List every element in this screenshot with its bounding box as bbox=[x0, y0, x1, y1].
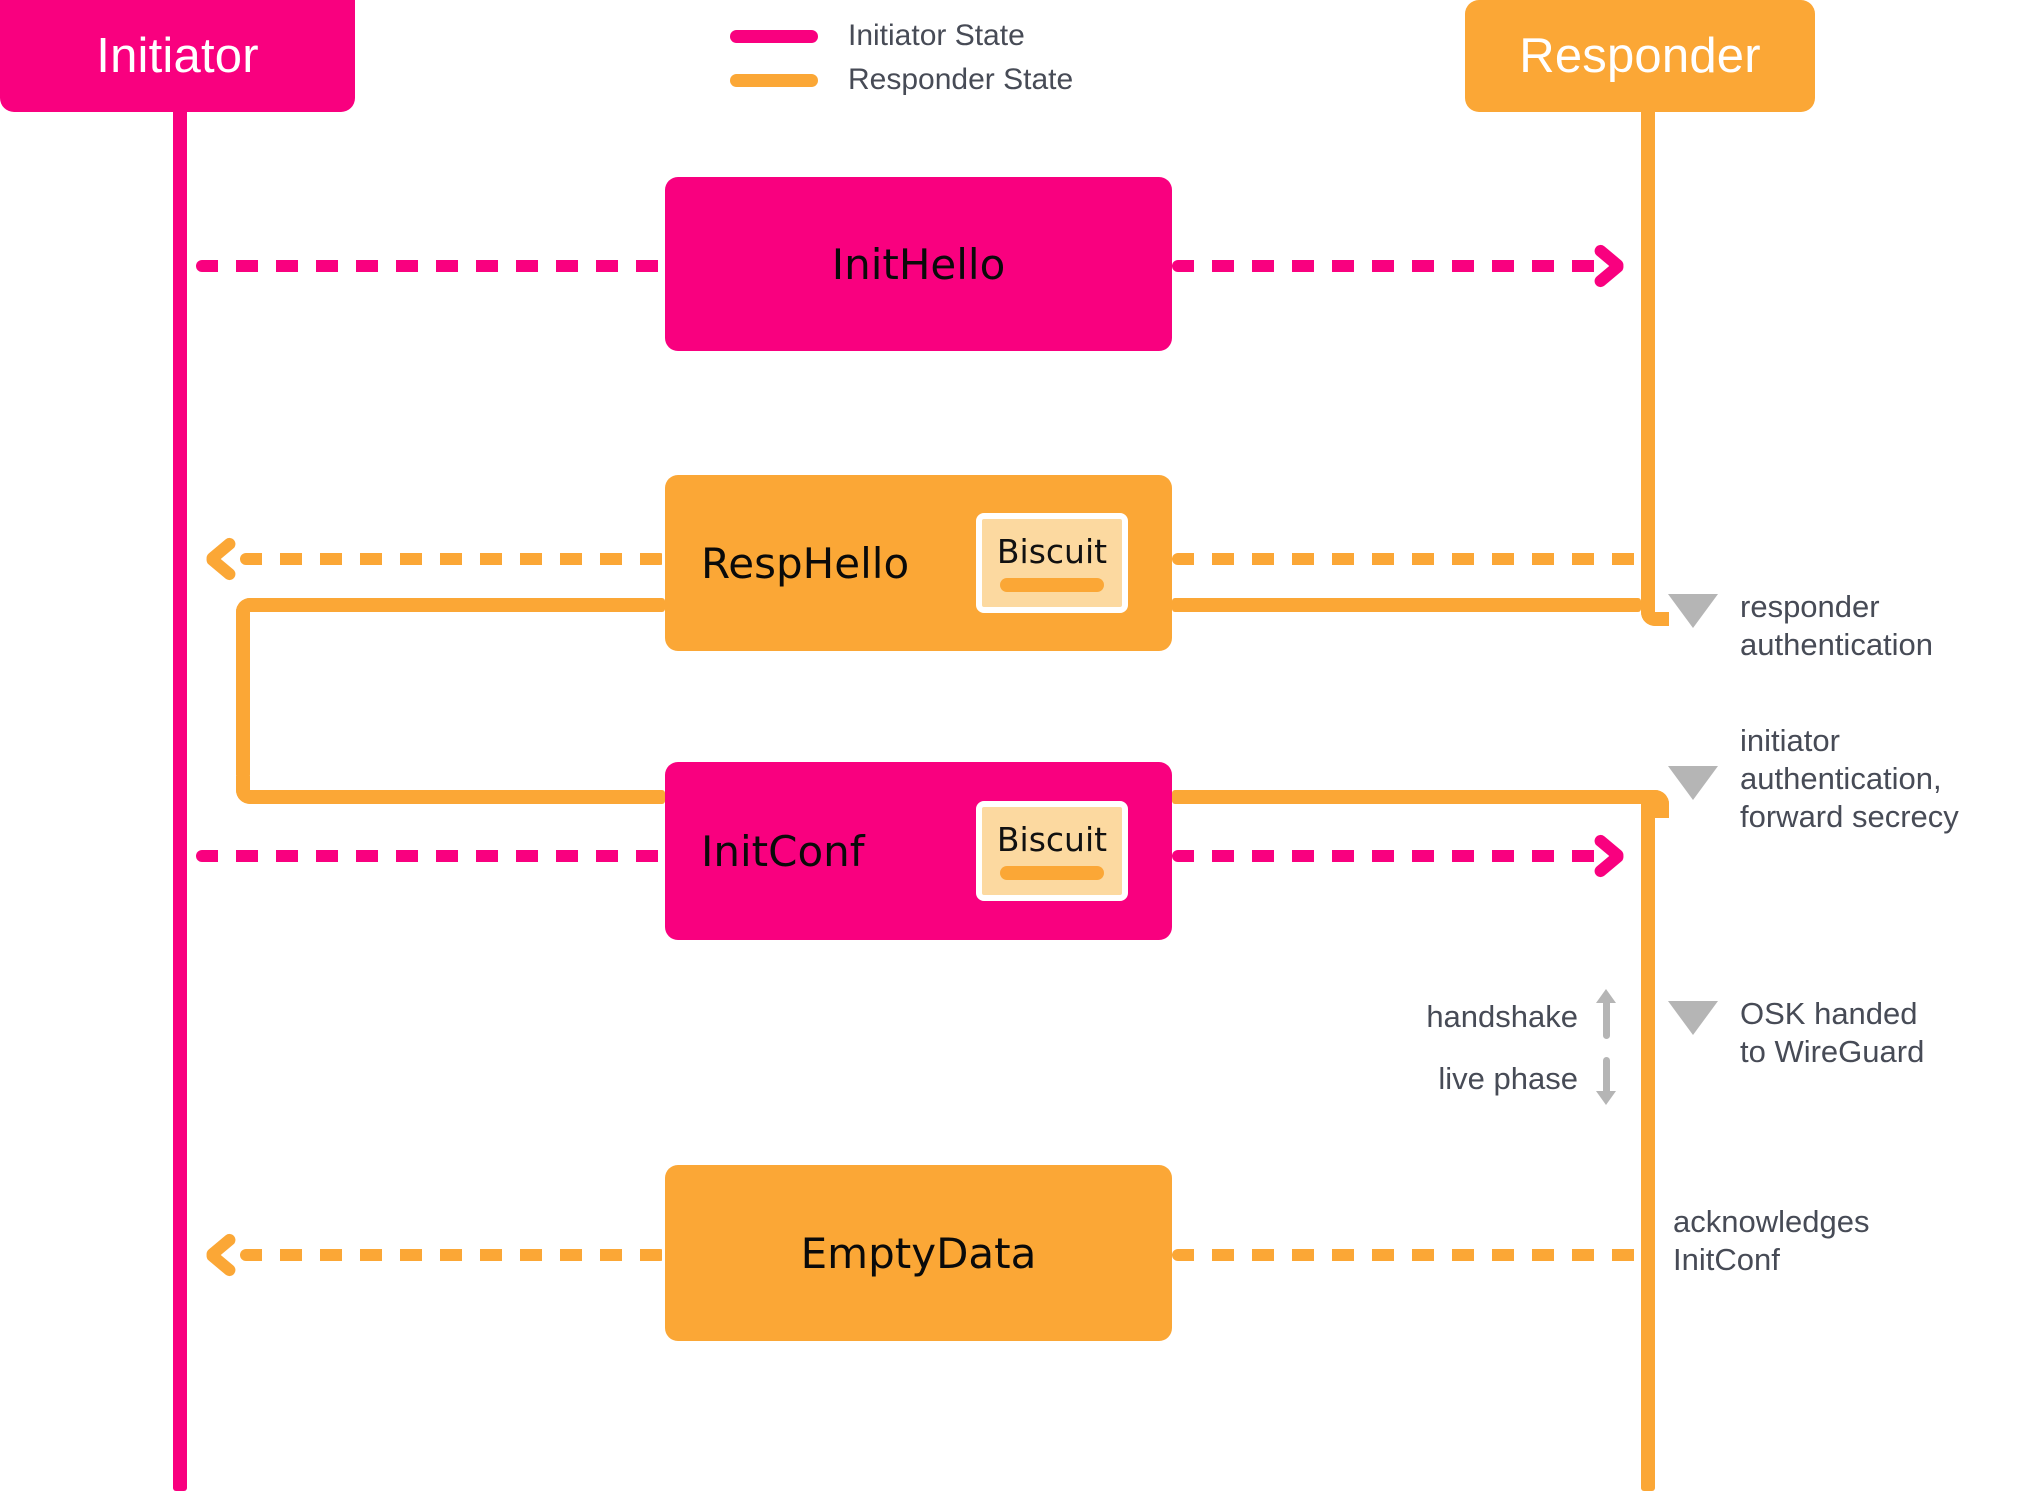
arrowhead-init-hello bbox=[1590, 242, 1630, 290]
legend-item-responder-state: Responder State bbox=[730, 58, 1290, 102]
arrow-up-icon bbox=[1592, 989, 1620, 1043]
annotation-text: responder authentication bbox=[1740, 589, 1934, 662]
annotation-text: initiator authentication, forward secrec… bbox=[1740, 723, 1959, 834]
biscuit-bar bbox=[1000, 577, 1104, 592]
arrowhead-init-conf bbox=[1590, 832, 1630, 880]
message-label-init-conf: InitConf bbox=[701, 826, 865, 876]
state-line-resphello-out bbox=[250, 598, 665, 612]
phase-row-handshake: handshake bbox=[1380, 985, 1620, 1047]
legend-label-initiator: Initiator State bbox=[848, 19, 1025, 52]
state-line-initconf-out bbox=[1172, 790, 1655, 804]
phase-divider-labels: handshake live phase bbox=[1380, 985, 1620, 1109]
actor-responder-label: Responder bbox=[1519, 29, 1761, 83]
state-line-responder-to-resphello bbox=[1172, 598, 1641, 612]
initiator-lifeline bbox=[173, 100, 187, 1491]
legend-swatch-responder bbox=[730, 73, 818, 87]
arrowhead-resp-hello bbox=[200, 535, 240, 583]
message-label-resp-hello: RespHello bbox=[701, 538, 910, 588]
phase-label-live-phase: live phase bbox=[1438, 1060, 1578, 1096]
message-label-init-hello: InitHello bbox=[831, 239, 1006, 289]
annotation-text: acknowledges InitConf bbox=[1673, 1204, 1870, 1277]
legend-label-responder: Responder State bbox=[848, 63, 1074, 96]
arrow-down-icon bbox=[1592, 1051, 1620, 1105]
responder-lifeline-upper bbox=[1641, 100, 1655, 612]
arrow-line-empty-data-left bbox=[240, 1249, 666, 1261]
message-box-resp-hello[interactable]: RespHello Biscuit bbox=[665, 475, 1172, 651]
actor-initiator[interactable]: Initiator bbox=[0, 0, 355, 112]
message-box-init-hello[interactable]: InitHello bbox=[665, 177, 1172, 351]
biscuit-label: Biscuit bbox=[996, 531, 1108, 571]
triangle-down-icon bbox=[1668, 766, 1718, 800]
state-line-u-to-initconf bbox=[250, 790, 665, 804]
state-line-u-vertical bbox=[236, 612, 250, 778]
actor-initiator-label: Initiator bbox=[96, 29, 259, 83]
actor-responder[interactable]: Responder bbox=[1465, 0, 1815, 112]
biscuit-label: Biscuit bbox=[996, 819, 1108, 859]
biscuit-badge-init-conf[interactable]: Biscuit bbox=[976, 801, 1128, 901]
responder-lifeline-lower bbox=[1641, 790, 1655, 1491]
legend-swatch-initiator bbox=[730, 29, 818, 43]
phase-row-live-phase: live phase bbox=[1380, 1047, 1620, 1109]
phase-label-handshake: handshake bbox=[1426, 998, 1578, 1034]
annotation-text: OSK handed to WireGuard bbox=[1740, 996, 1925, 1069]
annotation-responder-auth: responder authentication bbox=[1668, 588, 1933, 664]
annotation-acknowledges-initconf: acknowledges InitConf bbox=[1673, 1203, 1869, 1279]
arrow-line-init-conf-left bbox=[196, 850, 666, 862]
arrow-line-init-hello-right bbox=[1172, 260, 1612, 272]
arrow-line-resp-hello-right bbox=[1172, 553, 1642, 565]
arrow-line-init-hello-left bbox=[196, 260, 666, 272]
biscuit-bar bbox=[1000, 865, 1104, 880]
state-corner-initconf-to-responder bbox=[1641, 790, 1669, 818]
annotation-osk-handed: OSK handed to WireGuard bbox=[1668, 995, 1924, 1071]
message-box-empty-data[interactable]: EmptyData bbox=[665, 1165, 1172, 1341]
arrow-line-empty-data-right bbox=[1172, 1249, 1642, 1261]
arrow-line-init-conf-right bbox=[1172, 850, 1612, 862]
legend-item-initiator-state: Initiator State bbox=[730, 14, 1290, 58]
annotation-initiator-auth: initiator authentication, forward secrec… bbox=[1668, 722, 1959, 835]
message-label-empty-data: EmptyData bbox=[800, 1228, 1037, 1278]
arrow-line-resp-hello-left bbox=[240, 553, 666, 565]
biscuit-badge-resp-hello[interactable]: Biscuit bbox=[976, 513, 1128, 613]
triangle-down-icon bbox=[1668, 1001, 1718, 1035]
arrowhead-empty-data bbox=[200, 1231, 240, 1279]
triangle-down-icon bbox=[1668, 594, 1718, 628]
message-box-init-conf[interactable]: InitConf Biscuit bbox=[665, 762, 1172, 940]
legend: Initiator State Responder State bbox=[730, 14, 1290, 102]
state-corner-responder-to-resphello bbox=[1641, 598, 1669, 626]
